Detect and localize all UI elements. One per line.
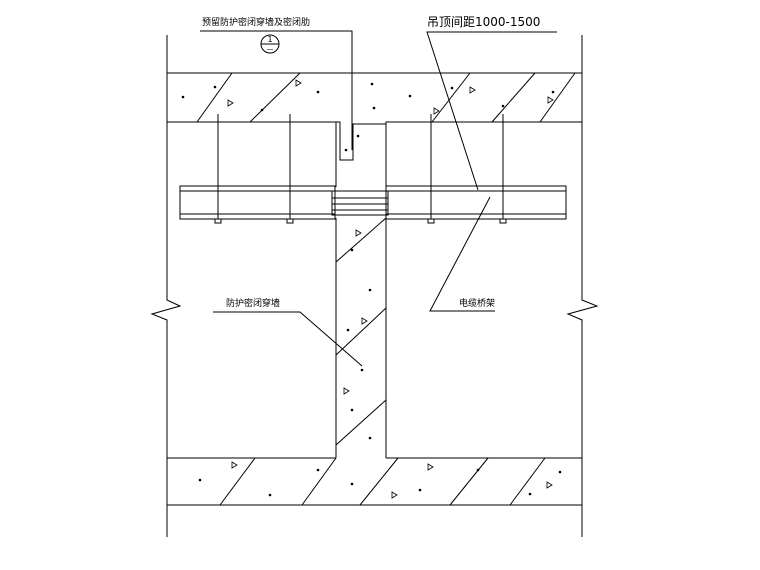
top-slab	[166, 72, 583, 161]
bottom-slab	[167, 457, 582, 506]
label-hanger-spacing: 吊顶间距1000-1500	[427, 15, 540, 29]
leader-lines	[200, 30, 557, 367]
label-cable-tray: 电缆桥架	[459, 297, 495, 309]
concrete-speckle	[181, 79, 562, 499]
wall-sleeve	[331, 190, 389, 216]
label-reserved-opening: 预留防护密闭穿墙及密闭肋	[202, 16, 310, 28]
label-protective-wall: 防护密闭穿墙	[226, 297, 280, 309]
left-outer-wall	[150, 35, 182, 537]
cable-tray-right	[385, 185, 567, 220]
right-outer-wall	[566, 35, 599, 537]
section-symbol-bottom: —	[267, 45, 274, 53]
section-symbol: 1 —	[260, 34, 280, 54]
middle-wall	[335, 217, 387, 458]
section-symbol-top: 1	[267, 35, 272, 44]
cable-tray-left	[179, 185, 336, 220]
slab-opening	[335, 122, 387, 187]
hanger-rods	[214, 114, 507, 224]
